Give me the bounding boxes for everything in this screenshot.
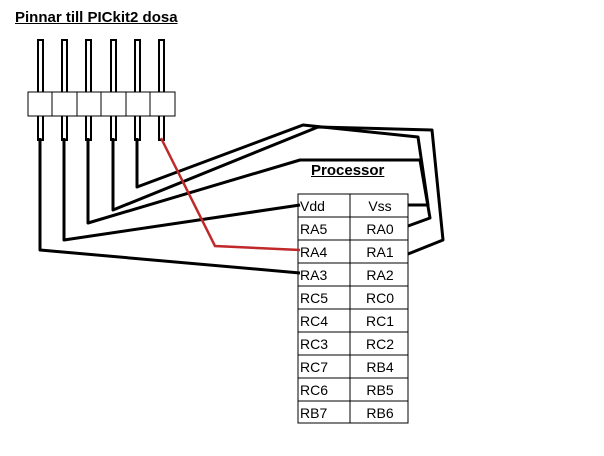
pin-left-label: RC3	[300, 336, 329, 352]
pin-right-label: RA0	[366, 221, 394, 237]
wire-pin1-ra3	[38, 138, 301, 275]
wire-pin6-ra4	[159, 137, 301, 252]
pin-left-label: RA5	[300, 221, 328, 237]
black-wires	[38, 123, 445, 275]
pin-5	[134, 39, 141, 141]
processor-table	[297, 193, 409, 424]
pin-right-label: RC2	[365, 336, 394, 352]
pin-right-label: RA2	[366, 267, 394, 283]
processor-title: Processor	[311, 162, 385, 179]
header-title: Pinnar till PICkit2 dosa	[15, 9, 178, 26]
pin-left-label: RC5	[300, 290, 329, 306]
pin-left-label: RC4	[300, 313, 329, 329]
pin-left-label: RB7	[300, 405, 328, 421]
pin-left-label: RA3	[300, 267, 328, 283]
wire-pin3-ra0	[86, 138, 432, 228]
pin-right-label: Vss	[368, 198, 392, 214]
pin-right-label: RC1	[365, 313, 394, 329]
pin-right-label: RC0	[365, 290, 394, 306]
wire-pin2-ra5	[62, 138, 301, 242]
pin-6	[158, 39, 165, 141]
pin-left-label: RA4	[300, 244, 328, 260]
pin-3	[85, 39, 92, 141]
pin-left-label: RC7	[300, 359, 329, 375]
pin-header	[27, 39, 176, 141]
pin-right-label: RB5	[366, 382, 394, 398]
pin-2	[61, 39, 68, 141]
pin-left-label: Vdd	[300, 198, 325, 214]
pin-4	[110, 39, 117, 141]
pin-1	[37, 39, 44, 141]
wire-pin4-ra1	[111, 125, 445, 256]
wire-pin5-vss	[135, 123, 430, 207]
pin-right-label: RB6	[366, 405, 394, 421]
pin-right-label: RA1	[366, 244, 394, 260]
pin-right-label: RB4	[366, 359, 394, 375]
pin-left-label: RC6	[300, 382, 329, 398]
